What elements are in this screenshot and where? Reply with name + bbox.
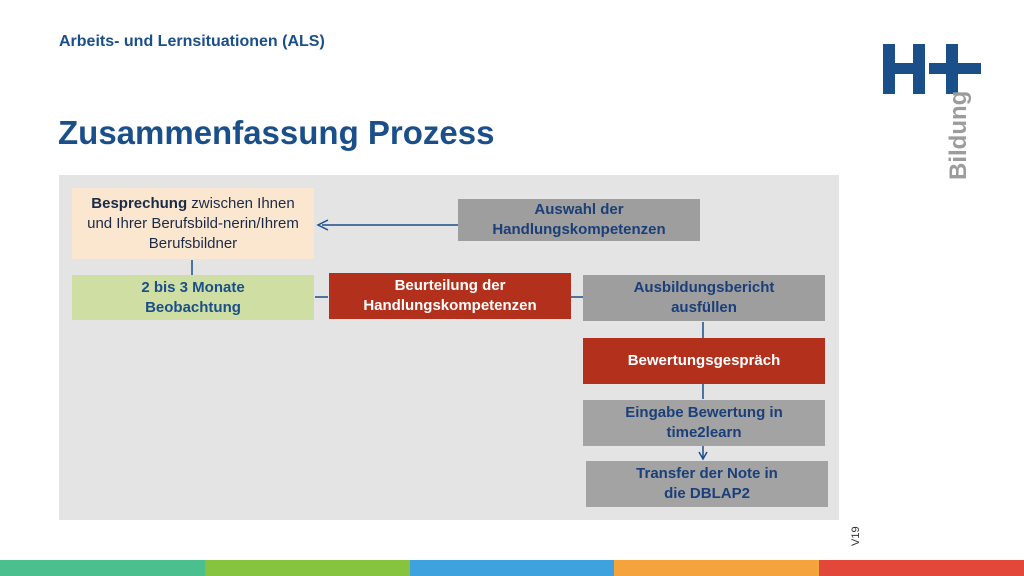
arrowhead-down <box>698 451 708 461</box>
transfer-label: Transfer der Note in die DBLAP2 <box>636 465 778 502</box>
ausbildungsbericht-label: Ausbildungsbericht ausfüllen <box>633 279 775 316</box>
footer-segment-5 <box>819 560 1024 576</box>
bewertungsgespraech-label: Bewertungsgespräch <box>627 352 781 369</box>
ausbildungsbericht-box: Ausbildungsbericht ausfüllen <box>583 275 825 321</box>
version-label: V19 <box>850 526 862 546</box>
footer-color-bar <box>0 560 1024 576</box>
bewertungsgespraech-box: Bewertungsgespräch <box>583 338 825 384</box>
footer-segment-4 <box>614 560 820 576</box>
page-title: Zusammenfassung Prozess <box>58 114 495 151</box>
besprechung-box: Besprechung zwischen Ihnen und Ihrer Ber… <box>72 188 314 259</box>
footer-segment-1 <box>0 560 205 576</box>
auswahl-label: Auswahl der Handlungskompetenzen <box>492 201 666 238</box>
auswahl-box: Auswahl der Handlungskompetenzen <box>458 199 700 241</box>
transfer-box: Transfer der Note in die DBLAP2 <box>586 461 828 507</box>
besprechung-bold: Besprechung <box>91 194 188 212</box>
beobachtung-box: 2 bis 3 Monate Beobachtung <box>72 275 314 320</box>
hplus-bildung-logo: Bildung <box>883 44 983 189</box>
section-subtitle: Arbeits- und Lernsituationen (ALS) <box>59 33 325 50</box>
beurteilung-label: Beurteilung der Handlungskompetenzen <box>363 277 537 314</box>
beurteilung-box: Beurteilung der Handlungskompetenzen <box>329 273 571 319</box>
footer-segment-2 <box>204 560 410 576</box>
eingabe-label: Eingabe Bewertung in time2learn <box>625 404 783 441</box>
footer-segment-3 <box>409 560 615 576</box>
beobachtung-label: 2 bis 3 Monate Beobachtung <box>141 278 245 316</box>
arrowhead-left <box>316 219 329 231</box>
eingabe-box: Eingabe Bewertung in time2learn <box>583 400 825 446</box>
besprechung-text: zwischen Ihnen und Ihrer Berufsbild-neri… <box>87 194 299 252</box>
